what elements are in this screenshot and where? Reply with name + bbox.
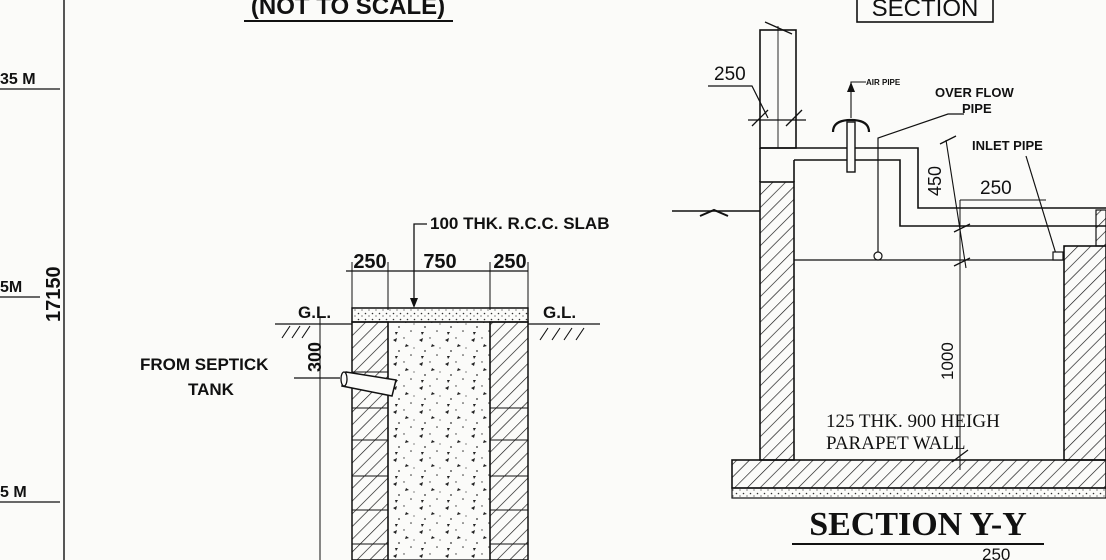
section-title-fragment: SECTION [872, 0, 979, 22]
inlet-pipe [340, 371, 397, 397]
pit-filling [387, 321, 491, 560]
section-title-box [856, 0, 994, 23]
dimension-inner: 750 [423, 251, 456, 273]
wall-right [489, 321, 529, 560]
inlet-label-line2: TANK [188, 380, 235, 399]
overflow-pipe-outlet [873, 251, 883, 261]
wall-dimension: 250 [714, 64, 746, 85]
level-label-top: 35 M [0, 71, 36, 88]
level-label-bottom: 5 M [0, 484, 27, 501]
parapet-label-line1: 125 THK. 900 HEIGH [826, 411, 1000, 432]
parapet-label-line2: PARAPET WALL [826, 433, 966, 454]
depth-dimension: 300 [305, 342, 325, 372]
overall-dimension-label: 17150 [43, 266, 65, 322]
section-yy-title: SECTION Y-Y [809, 506, 1027, 543]
inlet-pipe-label: INLET PIPE [972, 138, 1043, 153]
height-1000-dimension: 1000 [938, 342, 957, 380]
depth-450-dimension: 450 [925, 166, 945, 196]
rcc-slab [351, 307, 529, 323]
right-section-drawing: SECTION 250 [672, 0, 1106, 560]
ground-level-right: G.L. [543, 303, 576, 322]
slab-label: 100 THK. R.C.C. SLAB [430, 214, 609, 233]
inlet-pipe-end [1052, 251, 1064, 261]
left-section-drawing: (NOT TO SCALE) 35 M 5M 5 M 17150 100 THK… [0, 0, 609, 560]
pcc-bed [731, 487, 1106, 499]
wall-left [351, 321, 389, 560]
air-pipe-label: AIR PIPE [866, 78, 901, 87]
inlet-label-line1: FROM SEPTICK [140, 355, 269, 374]
inlet-dimension: 250 [980, 178, 1012, 199]
overflow-label-line1: OVER FLOW [935, 85, 1014, 100]
dimension-wall-right: 250 [493, 251, 526, 273]
dimension-wall-left: 250 [353, 251, 386, 273]
ground-level-left: G.L. [298, 303, 331, 322]
base-slab [731, 459, 1106, 489]
bottom-dimension: 250 [982, 545, 1010, 560]
tank-wall-right [1063, 245, 1106, 461]
air-pipe [831, 118, 871, 173]
left-title-fragment: (NOT TO SCALE) [251, 0, 445, 20]
level-label-middle: 5M [0, 279, 22, 296]
tank-wall-left [759, 181, 795, 461]
overflow-label-line2: PIPE [962, 101, 992, 116]
